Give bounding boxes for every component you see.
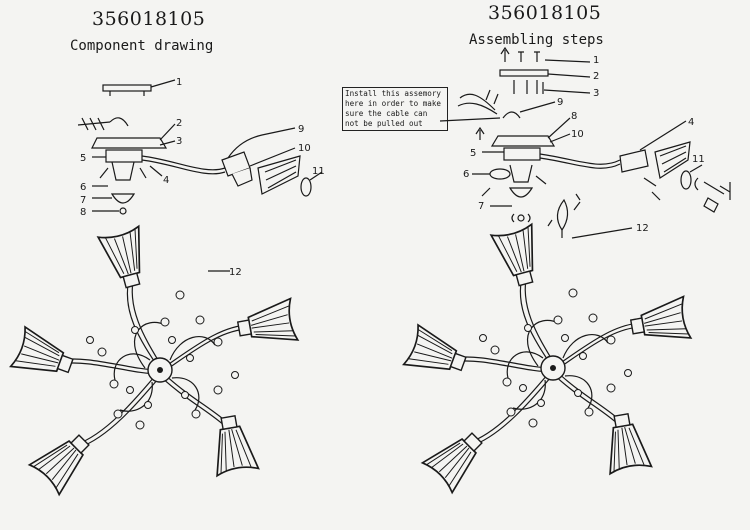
left-panel-title: Component drawing <box>70 38 214 54</box>
right-panel-title: Assembling steps <box>469 32 604 48</box>
left-callout-12: 12 <box>229 267 242 278</box>
left-model-number: 356018105 <box>92 8 206 30</box>
cable-clamp-note: Install this assemory here in order to m… <box>342 87 448 131</box>
left-callout-8: 8 <box>80 207 87 218</box>
left-callout-9: 9 <box>298 124 305 135</box>
left-callout-11: 11 <box>312 166 325 177</box>
note-line: here in order to make <box>345 99 442 108</box>
right-callout-5: 5 <box>470 148 477 159</box>
right-callout-6: 6 <box>463 169 470 180</box>
left-callout-10: 10 <box>298 143 311 154</box>
right-callout-10: 10 <box>571 129 584 140</box>
left-callout-5: 5 <box>80 153 87 164</box>
note-line: Install this assemory <box>345 89 442 98</box>
left-callout-2: 2 <box>176 118 183 129</box>
right-callout-12: 12 <box>636 223 649 234</box>
left-callout-3: 3 <box>176 136 183 147</box>
right-callout-4: 4 <box>688 117 695 128</box>
note-line: sure the cable can <box>345 109 428 118</box>
note-line: not be pulled out <box>345 119 423 128</box>
right-callout-3: 3 <box>593 88 600 99</box>
right-callout-11: 11 <box>692 154 705 165</box>
right-callout-2: 2 <box>593 71 600 82</box>
right-callout-8: 8 <box>571 111 578 122</box>
left-callout-4: 4 <box>163 175 170 186</box>
right-callout-1: 1 <box>593 55 600 66</box>
left-callout-7: 7 <box>80 195 87 206</box>
left-callout-6: 6 <box>80 182 87 193</box>
right-callout-7: 7 <box>478 201 485 212</box>
right-model-number: 356018105 <box>488 2 602 24</box>
left-callout-1: 1 <box>176 77 183 88</box>
right-callout-9: 9 <box>557 97 564 108</box>
